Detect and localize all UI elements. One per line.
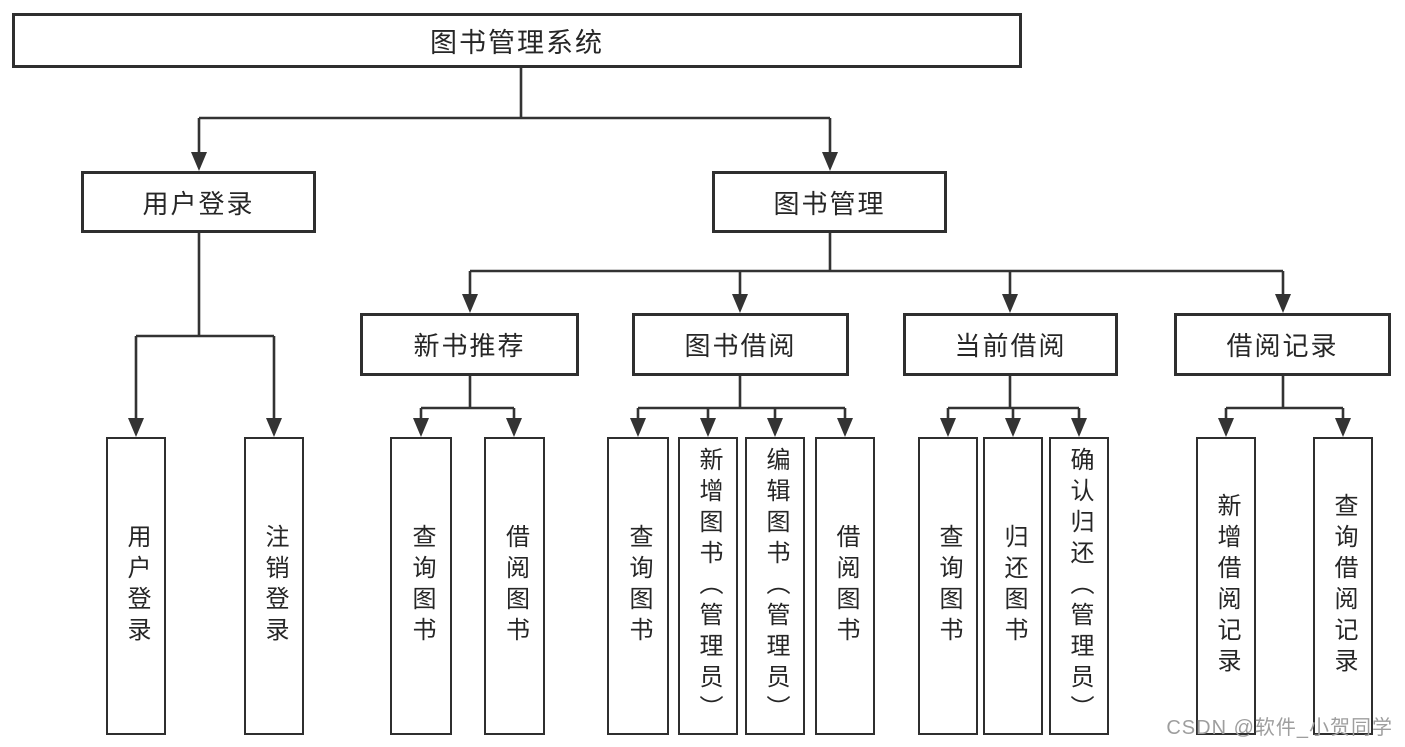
node-borrow-books-recommend-label: 借阅图书 [501,524,529,648]
node-book-management: 图书管理 [712,171,947,233]
node-add-book-admin: 新增图书（管理员） [678,437,738,735]
node-query-books-borrowing: 查询图书 [607,437,669,735]
node-edit-book-admin-label: 编辑图书（管理员） [762,446,789,726]
node-add-book-admin-label: 新增图书（管理员） [695,446,722,726]
node-user-login-label: 用户登录 [142,188,255,219]
node-current-borrowing: 当前借阅 [903,313,1118,376]
node-borrow-records: 借阅记录 [1174,313,1391,376]
node-user-login-leaf: 用户登录 [106,437,166,735]
node-query-books-current-label: 查询图书 [935,524,962,648]
node-edit-book-admin: 编辑图书（管理员） [745,437,805,735]
node-book-borrowing: 图书借阅 [632,313,849,376]
node-user-login-leaf-label: 用户登录 [123,524,150,648]
node-logout-label: 注销登录 [261,524,288,648]
node-new-book-recommend: 新书推荐 [360,313,579,376]
node-borrow-books-borrowing: 借阅图书 [815,437,875,735]
node-return-book: 归还图书 [983,437,1043,735]
node-confirm-return-admin: 确认归还（管理员） [1049,437,1109,735]
node-query-books-recommend-label: 查询图书 [408,524,435,648]
node-confirm-return-admin-label: 确认归还（管理员） [1066,446,1093,726]
node-current-borrowing-label: 当前借阅 [954,331,1067,361]
node-query-books-current: 查询图书 [918,437,978,735]
watermark: CSDN @软件_小贺同学 [1166,717,1393,739]
node-book-borrowing-label: 图书借阅 [684,331,797,361]
node-borrow-books-borrowing-label: 借阅图书 [832,524,859,648]
node-book-management-label: 图书管理 [773,188,886,219]
node-query-books-recommend: 查询图书 [390,437,452,735]
node-add-borrow-record: 新增借阅记录 [1196,437,1256,735]
node-query-borrow-record: 查询借阅记录 [1313,437,1373,735]
node-query-borrow-record-label: 查询借阅记录 [1330,493,1357,679]
node-library-system-label: 图书管理系统 [430,28,604,58]
node-query-books-borrowing-label: 查询图书 [625,524,652,648]
node-library-system: 图书管理系统 [12,13,1022,68]
node-add-borrow-record-label: 新增借阅记录 [1213,493,1240,679]
node-logout: 注销登录 [244,437,304,735]
node-new-book-recommend-label: 新书推荐 [413,331,526,361]
node-return-book-label: 归还图书 [1000,524,1027,648]
node-user-login: 用户登录 [81,171,316,233]
node-borrow-books-recommend: 借阅图书 [484,437,545,735]
node-borrow-records-label: 借阅记录 [1226,331,1339,361]
